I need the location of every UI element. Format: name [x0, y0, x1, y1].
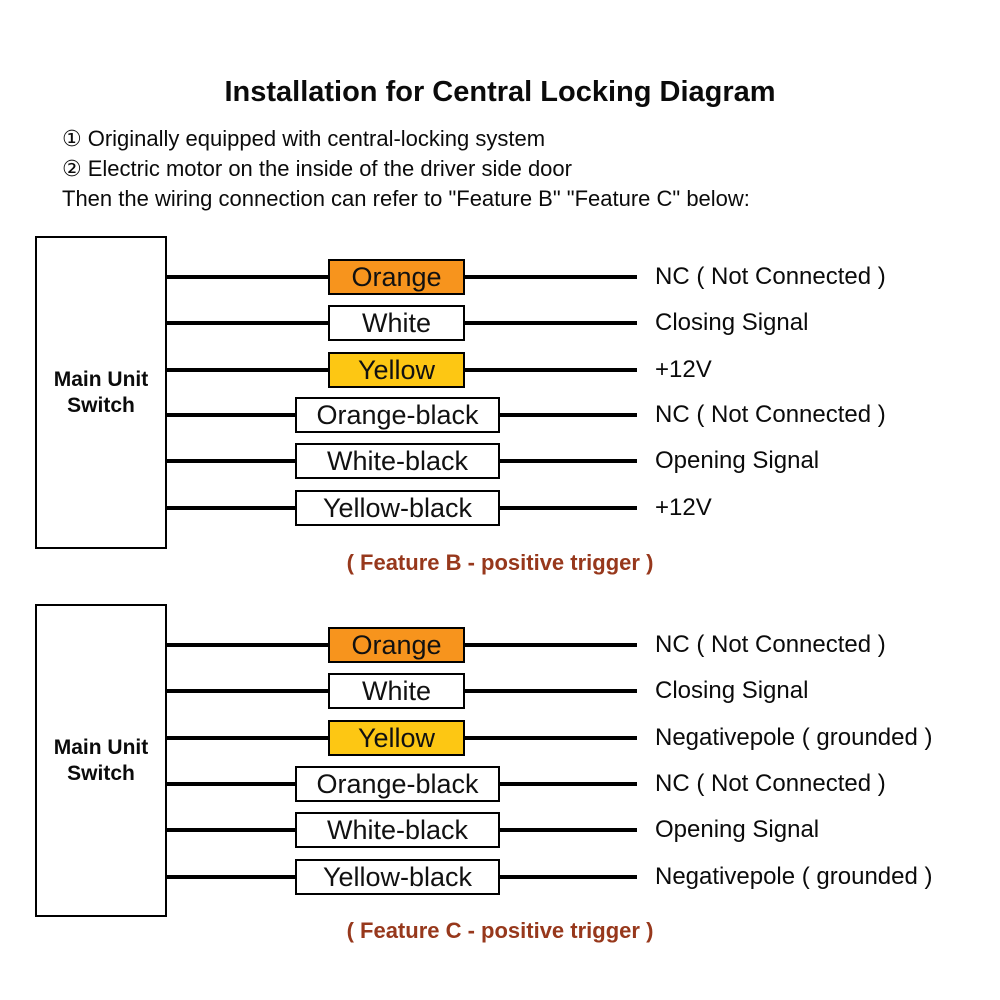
- signal-label: NC ( Not Connected ): [655, 263, 886, 290]
- page-title: Installation for Central Locking Diagram: [224, 76, 776, 108]
- signal-label: NC ( Not Connected ): [655, 631, 886, 658]
- note-2-text: Electric motor on the inside of the driv…: [87, 156, 572, 181]
- signal-label: +12V: [655, 356, 712, 383]
- wire-color-box-white-black: White-black: [295, 812, 500, 848]
- signal-label: Closing Signal: [655, 309, 809, 336]
- wire-color-box-yellow-black: Yellow-black: [295, 490, 500, 526]
- wire-color-box-yellow-black: Yellow-black: [295, 859, 500, 895]
- wire-color-box-orange-black: Orange-black: [295, 766, 500, 802]
- main-unit-switch-label: Main Unit Switch: [53, 367, 149, 417]
- feature-b-diagram: Main Unit Switch Orange NC ( Not Connect…: [0, 236, 1000, 586]
- feature-c-caption: ( Feature C - positive trigger ): [346, 918, 654, 943]
- signal-label: Negativepole ( grounded ): [655, 863, 933, 890]
- signal-label: Negativepole ( grounded ): [655, 724, 933, 751]
- wire-color-box-white: White: [328, 305, 465, 341]
- main-unit-switch-box: Main Unit Switch: [35, 604, 167, 917]
- note-1-text: Originally equipped with central-locking…: [87, 126, 546, 151]
- signal-label: +12V: [655, 494, 712, 521]
- main-unit-switch-box: Main Unit Switch: [35, 236, 167, 549]
- wire-color-box-orange-black: Orange-black: [295, 397, 500, 433]
- signal-label: Opening Signal: [655, 447, 820, 474]
- wire-color-box-yellow: Yellow: [328, 352, 465, 388]
- feature-c-diagram: Main Unit Switch Orange NC ( Not Connect…: [0, 604, 1000, 954]
- wire-color-box-orange: Orange: [328, 627, 465, 663]
- signal-label: Closing Signal: [655, 677, 809, 704]
- signal-label: NC ( Not Connected ): [655, 401, 886, 428]
- wire-color-box-white: White: [328, 673, 465, 709]
- wire-color-box-white-black: White-black: [295, 443, 500, 479]
- signal-label: NC ( Not Connected ): [655, 770, 886, 797]
- intro-line: Then the wiring connection can refer to …: [62, 186, 750, 211]
- circled-2-bullet: ②: [62, 157, 82, 182]
- main-unit-switch-label: Main Unit Switch: [53, 735, 149, 785]
- circled-1-bullet: ①: [62, 127, 82, 152]
- signal-label: Opening Signal: [655, 816, 820, 843]
- wire-color-box-orange: Orange: [328, 259, 465, 295]
- wire-color-box-yellow: Yellow: [328, 720, 465, 756]
- feature-b-caption: ( Feature B - positive trigger ): [346, 550, 654, 575]
